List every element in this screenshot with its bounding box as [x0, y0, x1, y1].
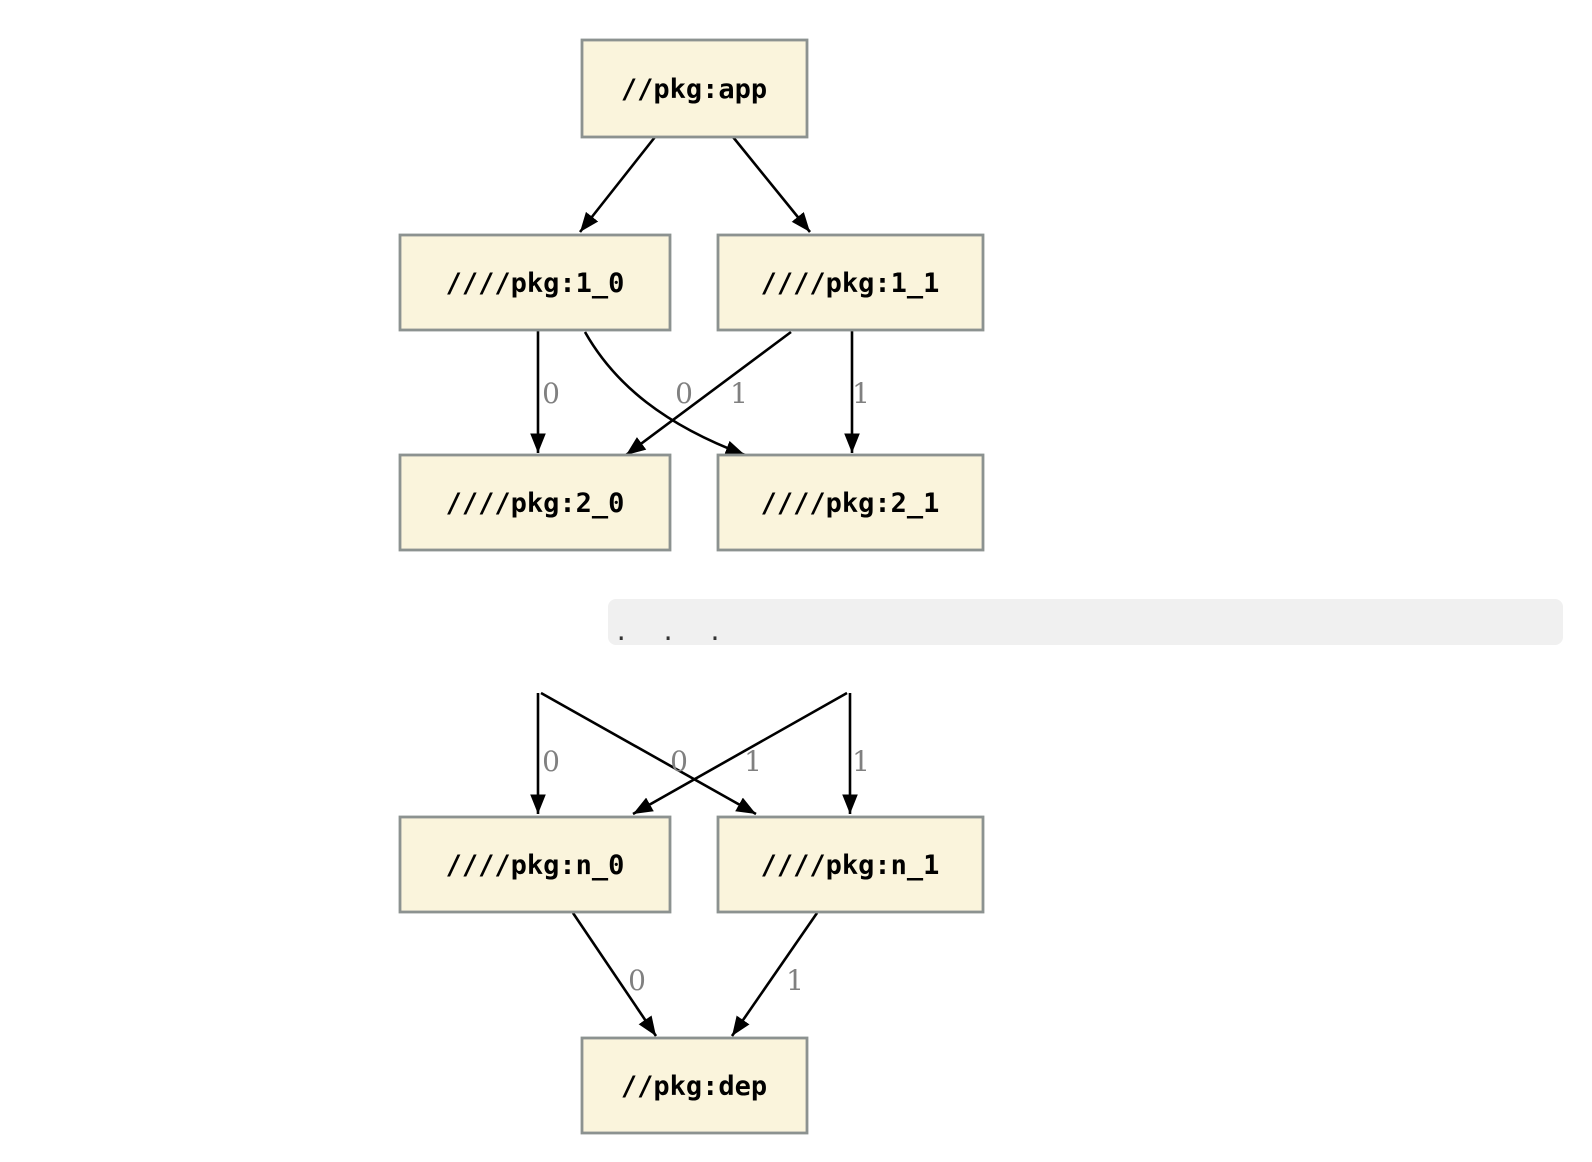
edge-label-prev1-n_1: 1 — [852, 745, 870, 778]
edge-label-1_0-2_0: 0 — [542, 377, 560, 410]
node-pkg-n_1-label: ////pkg:n_1 — [761, 850, 940, 881]
node-pkg-n_1-box — [716, 815, 985, 914]
edge-label-n_0-dep: 0 — [628, 964, 646, 997]
edge-prev1-to-n_0 — [632, 691, 848, 816]
node-pkg-2_0: ////pkg:2_0 — [398, 453, 672, 552]
node-pkg-n_1: ////pkg:n_1 — [716, 815, 985, 914]
node-pkg-1_0-label: ////pkg:1_0 — [446, 268, 625, 299]
edge-label-n_1-dep: 1 — [786, 964, 804, 997]
edge-label-1_1-2_0: 0 — [675, 377, 693, 410]
edge-n_1-to-dep — [730, 912, 819, 1037]
edge-labels: 0 0 1 1 0 0 1 1 0 1 — [542, 377, 870, 997]
node-pkg-app: //pkg:app — [580, 38, 809, 139]
ellipsis-row: . . . — [608, 599, 1563, 646]
node-pkg-app-label: //pkg:app — [621, 74, 767, 105]
node-pkg-2_0-label: ////pkg:2_0 — [446, 488, 625, 519]
edge-app-to-1_0 — [578, 136, 657, 233]
node-pkg-2_1: ////pkg:2_1 — [716, 453, 985, 552]
edge-label-prev0-n_0: 0 — [542, 745, 560, 778]
edge-label-prev1-n_0: 0 — [670, 745, 688, 778]
node-pkg-n_0: ////pkg:n_0 — [398, 815, 672, 914]
ellipsis-background — [608, 599, 1563, 645]
node-pkg-n_0-box — [398, 815, 672, 914]
node-pkg-dep-box — [580, 1036, 809, 1135]
node-pkg-2_1-label: ////pkg:2_1 — [761, 488, 940, 519]
node-pkg-1_0: ////pkg:1_0 — [398, 233, 672, 332]
node-pkg-dep-label: //pkg:dep — [621, 1071, 767, 1102]
edge-n_0-to-dep — [571, 912, 658, 1037]
node-pkg-n_0-label: ////pkg:n_0 — [446, 850, 625, 881]
node-pkg-2_0-box — [398, 453, 672, 552]
node-pkg-1_1: ////pkg:1_1 — [716, 233, 985, 332]
edge-1_1-to-2_0 — [625, 330, 792, 457]
node-pkg-dep: //pkg:dep — [580, 1036, 809, 1135]
node-pkg-app-box — [580, 38, 809, 139]
edge-app-to-1_1 — [731, 136, 812, 233]
edge-label-prev0-n_1: 1 — [744, 745, 762, 778]
node-pkg-2_1-box — [716, 453, 985, 552]
graph-nodes: //pkg:app ////pkg:1_0 ////pkg:1_1 ////pk… — [398, 38, 985, 1135]
edge-1_0-to-2_1 — [583, 331, 746, 457]
node-pkg-1_0-box — [398, 233, 672, 332]
node-pkg-1_1-label: ////pkg:1_1 — [761, 268, 940, 299]
node-pkg-1_1-box — [716, 233, 985, 332]
graph-edges — [530, 136, 860, 1037]
ellipsis-text: . . . — [614, 618, 731, 646]
edge-label-1_1-2_1: 1 — [852, 377, 870, 410]
edge-label-1_0-2_1: 1 — [730, 377, 748, 410]
edge-prev0-to-n_1 — [540, 691, 757, 816]
